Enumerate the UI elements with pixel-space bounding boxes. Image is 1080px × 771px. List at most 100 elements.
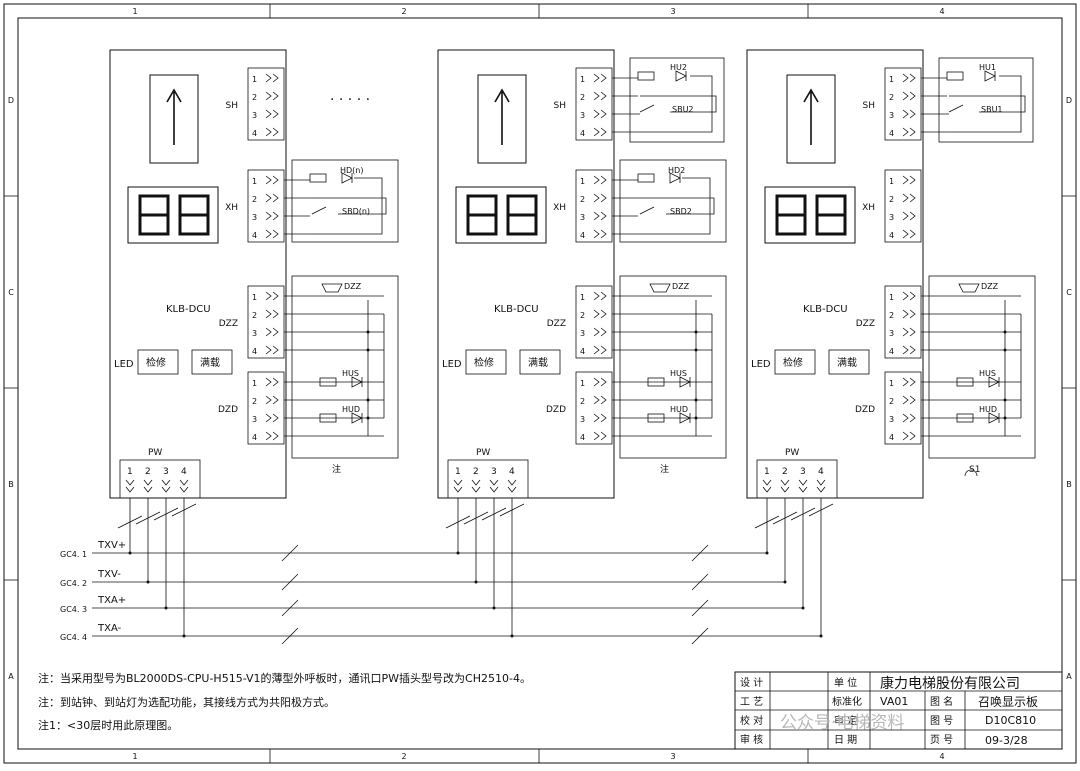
xh-lamp-label: HD(n) [340,166,364,175]
pin-number: 4 [580,129,585,138]
col-label-top: 3 [670,7,675,16]
tb-std-label: 标准化 [832,695,862,708]
row-label-right: D [1066,96,1072,105]
dzd-part-1: HUS [979,369,996,378]
tb-no-label: 图 号 [930,715,953,727]
led-icon [341,172,353,184]
xh-button-label: SBD2 [670,207,692,216]
pin-number: 1 [252,379,257,388]
pw-label: PW [476,448,490,458]
buzzer-label: DZZ [672,282,690,291]
col-label-bottom: 4 [939,752,944,761]
pin-number: 4 [252,129,257,138]
connector-label: DZD [218,405,238,415]
pin-number: 3 [580,329,585,338]
pin-number: 3 [889,415,894,424]
dzd-part-2: HUD [342,405,360,414]
pw-pin: 3 [800,467,806,477]
pw-pin: 4 [818,467,824,477]
pin-number: 4 [252,231,257,240]
row-label-left: C [8,288,14,297]
pw-label: PW [785,448,799,458]
btn-inspect: 检修 [146,356,166,369]
switch-icon [639,206,655,215]
up-arrow-icon [494,88,510,145]
tb-process: 工 艺 [740,696,763,708]
buzzer-icon [321,283,343,293]
tb-company: 康力电梯股份有限公司 [880,675,1020,692]
pin-number: 3 [580,213,585,222]
pin-number: 2 [889,397,894,406]
watermark: 公众号·电梯资料 [780,713,904,733]
pw-pin: 3 [163,467,169,477]
dzd-part-1: HUS [670,369,687,378]
sh-button-label: SBU1 [981,105,1003,114]
pin-number: 1 [252,177,257,186]
pin-number: 4 [252,433,257,442]
btn-fullload: 满载 [528,357,548,369]
connector-label: SH [554,101,566,111]
pin-number: 1 [889,177,894,186]
pin-number: 3 [252,111,257,120]
switch-icon [311,206,327,215]
tb-std-val: VA01 [880,695,908,708]
buzzer-icon [958,283,980,293]
tb-check: 校 对 [740,714,763,727]
led-icon [675,70,687,82]
tb-date-label: 日 期 [834,734,857,746]
pin-number: 4 [889,347,894,356]
jumper-icon [964,469,978,477]
col-label-top: 4 [939,7,944,16]
btn-fullload: 满载 [837,357,857,369]
pw-label: PW [148,448,162,458]
tb-page: 09-3/28 [985,734,1028,747]
led-label: LED [751,359,771,370]
pin-number: 2 [889,195,894,204]
connector-label: DZZ [219,319,238,329]
ellipsis: . . . . . [330,88,370,104]
note-3: 注1：<30层时用此原理图。 [38,719,179,732]
pin-number: 3 [889,111,894,120]
note-2: 注：到站钟、到站灯为选配功能，其接线方式为共阳极方式。 [38,696,335,709]
tb-drawing-no: D10C810 [985,714,1036,727]
pin-number: 1 [889,379,894,388]
pin-number: 1 [889,75,894,84]
bus-ref: GC4. 1 [60,550,87,559]
pw-pin: 1 [127,467,133,477]
pin-number: 3 [889,213,894,222]
bus-label: TXA- [97,623,122,634]
note-marker: 注 [660,463,669,475]
bus-label: TXA+ [97,595,126,606]
pin-number: 4 [580,433,585,442]
pin-number: 3 [580,415,585,424]
xh-lamp-label: HD2 [668,166,685,175]
pw-pin: 3 [491,467,497,477]
sh-lamp-label: HU2 [670,63,687,72]
row-label-left: D [8,96,14,105]
note-1: 注：当采用型号为BL2000DS-CPU-H515-V1的薄型外呼板时，通讯口P… [38,672,531,685]
pin-number: 1 [580,177,585,186]
pin-number: 4 [580,231,585,240]
tb-drawing-name: 召唤显示板 [978,695,1038,709]
pw-pin: 2 [782,467,788,477]
pin-number: 1 [889,293,894,302]
title-block: 设 计 工 艺 校 对 审 核 单 位 康力电梯股份有限公司 标准化 VA01 … [734,671,1063,750]
buzzer-label: DZZ [981,282,999,291]
pin-number: 2 [889,93,894,102]
buzzer-icon [649,283,671,293]
connector-label: DZZ [547,319,566,329]
inner-frame [17,17,1063,750]
btn-inspect: 检修 [783,356,803,369]
pin-number: 2 [252,311,257,320]
led-icon [669,172,681,184]
sh-button-label: SBU2 [672,105,694,114]
connector-label: XH [862,203,875,213]
